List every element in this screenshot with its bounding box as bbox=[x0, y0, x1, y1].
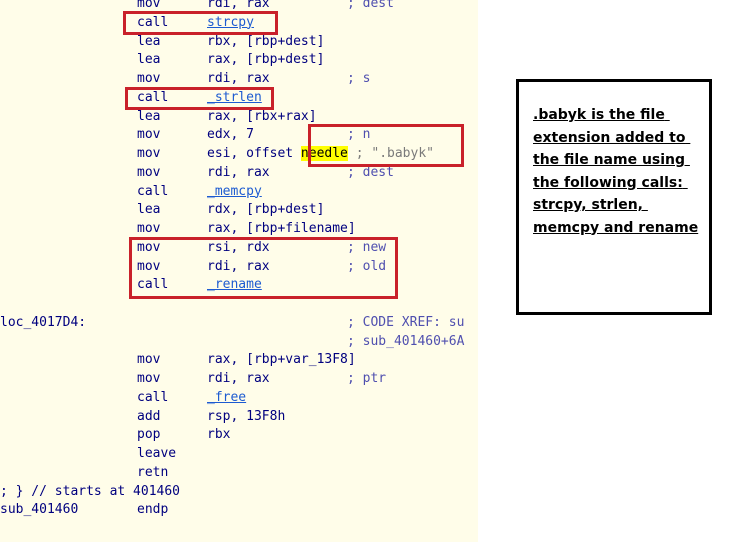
needle-highlight[interactable]: needle bbox=[300, 146, 348, 161]
needle-highlight-box bbox=[308, 124, 464, 167]
code-line[interactable]: retn bbox=[0, 464, 168, 483]
code-line[interactable]: call _rename bbox=[0, 276, 262, 295]
mnemonic: lea bbox=[137, 52, 161, 68]
operand: rsi, rdx bbox=[207, 239, 270, 255]
mnemonic: mov bbox=[137, 164, 161, 180]
strlen-highlight-box bbox=[125, 87, 274, 110]
operand: rdi, rax bbox=[207, 0, 270, 11]
mnemonic: call bbox=[137, 183, 169, 199]
function-name-label[interactable]: sub_401460 bbox=[0, 502, 79, 518]
annotation-note-box: .babyk is the file extension added to th… bbox=[516, 79, 712, 315]
code-line[interactable]: mov esi, offset needle ; ".babyk" bbox=[0, 145, 434, 164]
comment: ; s bbox=[347, 71, 371, 86]
operand: edx, 7 bbox=[207, 127, 254, 143]
mnemonic: retn bbox=[137, 464, 169, 480]
code-line[interactable]: mov rax, [rbp+filename] bbox=[0, 220, 356, 239]
operand: rax, [rbp+var_13F8] bbox=[207, 352, 356, 368]
call-target-link[interactable]: strcpy bbox=[207, 14, 254, 30]
code-line[interactable]: lea rbx, [rbp+dest] bbox=[0, 33, 324, 52]
mnemonic: mov bbox=[137, 239, 161, 255]
strcpy-highlight-box bbox=[123, 11, 278, 35]
code-line[interactable]: mov rdi, rax ; s bbox=[0, 70, 370, 89]
comment: ; new bbox=[347, 239, 387, 255]
mnemonic: pop bbox=[137, 427, 161, 443]
comment: ; dest bbox=[347, 164, 394, 180]
call-target-link[interactable]: _memcpy bbox=[207, 183, 262, 199]
mnemonic: call bbox=[137, 89, 169, 105]
mnemonic: mov bbox=[137, 221, 161, 236]
code-line[interactable]: mov rsi, rdx ; new bbox=[0, 239, 386, 258]
code-line[interactable]: lea rdx, [rbp+dest] bbox=[0, 201, 324, 220]
mnemonic: leave bbox=[137, 446, 177, 461]
mnemonic: mov bbox=[137, 371, 161, 386]
comment: ; old bbox=[347, 258, 387, 274]
comment: ; dest bbox=[347, 0, 394, 11]
operand: rdi, rax bbox=[207, 258, 270, 274]
mnemonic: call bbox=[137, 277, 169, 293]
operand: esi, offset needle ; ".babyk" bbox=[207, 145, 434, 164]
comment: ; n bbox=[347, 127, 371, 143]
operand: rdx, [rbp+dest] bbox=[207, 202, 325, 218]
call-target-link[interactable]: _free bbox=[207, 389, 247, 405]
directive: endp bbox=[137, 502, 169, 518]
comment: ; ptr bbox=[347, 371, 387, 386]
code-line[interactable]: mov rax, [rbp+var_13F8] bbox=[0, 351, 356, 370]
function-end-comment: ; } // starts at 401460 bbox=[0, 483, 181, 499]
code-line[interactable]: call strcpy bbox=[0, 14, 254, 33]
code-line[interactable]: lea rax, [rbx+rax] bbox=[0, 108, 317, 127]
disassembly-listing[interactable]: mov rdi, rax ; dest call strcpy lea rbx,… bbox=[0, 0, 478, 542]
operand: rdi, rax bbox=[207, 71, 270, 86]
code-line[interactable]: call _free bbox=[0, 389, 246, 408]
code-line[interactable]: ; sub_401460+6A bbox=[0, 333, 464, 352]
mnemonic: lea bbox=[137, 33, 161, 49]
code-line[interactable]: mov rdi, rax ; dest bbox=[0, 164, 394, 183]
annotation-text: .babyk is the file extension added to th… bbox=[533, 107, 699, 236]
mnemonic: mov bbox=[137, 127, 161, 143]
xref-comment: ; CODE XREF: su bbox=[347, 314, 465, 330]
operand: rax, [rbp+dest] bbox=[207, 52, 325, 68]
operand: rdi, rax bbox=[207, 164, 270, 180]
operand: rax, [rbp+filename] bbox=[207, 221, 356, 236]
code-line[interactable]: call _strlen bbox=[0, 89, 262, 108]
code-line[interactable]: mov rdi, rax ; old bbox=[0, 258, 386, 277]
mnemonic: call bbox=[137, 14, 169, 30]
code-line[interactable]: pop rbx bbox=[0, 426, 230, 445]
call-target-link[interactable]: _strlen bbox=[207, 89, 262, 105]
code-line[interactable]: mov edx, 7 ; n bbox=[0, 126, 370, 145]
code-line[interactable]: mov rdi, rax ; dest bbox=[0, 0, 394, 14]
operand: rax, [rbx+rax] bbox=[207, 108, 317, 124]
operand: rbx, [rbp+dest] bbox=[207, 33, 325, 49]
operand-prefix: esi, offset bbox=[207, 146, 301, 161]
code-line[interactable]: leave bbox=[0, 445, 176, 464]
xref-comment: ; sub_401460+6A bbox=[347, 333, 465, 349]
code-line[interactable]: sub_401460 endp bbox=[0, 501, 168, 520]
code-line[interactable]: lea rax, [rbp+dest] bbox=[0, 51, 324, 70]
code-line[interactable]: call _memcpy bbox=[0, 183, 262, 202]
call-target-link[interactable]: _rename bbox=[207, 277, 262, 293]
operand: rdi, rax bbox=[207, 371, 270, 386]
mnemonic: mov bbox=[137, 0, 161, 11]
code-label[interactable]: loc_4017D4: bbox=[0, 314, 87, 330]
code-line[interactable]: ; } // starts at 401460 bbox=[0, 483, 180, 502]
mnemonic: mov bbox=[137, 258, 161, 274]
code-label-line[interactable]: loc_4017D4: ; CODE XREF: su bbox=[0, 314, 464, 333]
mnemonic: mov bbox=[137, 71, 161, 86]
mnemonic: call bbox=[137, 389, 169, 405]
mnemonic: lea bbox=[137, 108, 161, 124]
rename-highlight-box bbox=[129, 237, 398, 299]
operand: rsp, 13F8h bbox=[207, 408, 286, 424]
mnemonic: mov bbox=[137, 146, 161, 161]
code-line[interactable]: mov rdi, rax ; ptr bbox=[0, 370, 386, 389]
operand: rbx bbox=[207, 427, 231, 443]
string-comment: ; ".babyk" bbox=[347, 146, 434, 161]
mnemonic: lea bbox=[137, 202, 161, 218]
mnemonic: mov bbox=[137, 352, 161, 368]
mnemonic: add bbox=[137, 408, 161, 424]
code-line[interactable]: add rsp, 13F8h bbox=[0, 408, 285, 427]
